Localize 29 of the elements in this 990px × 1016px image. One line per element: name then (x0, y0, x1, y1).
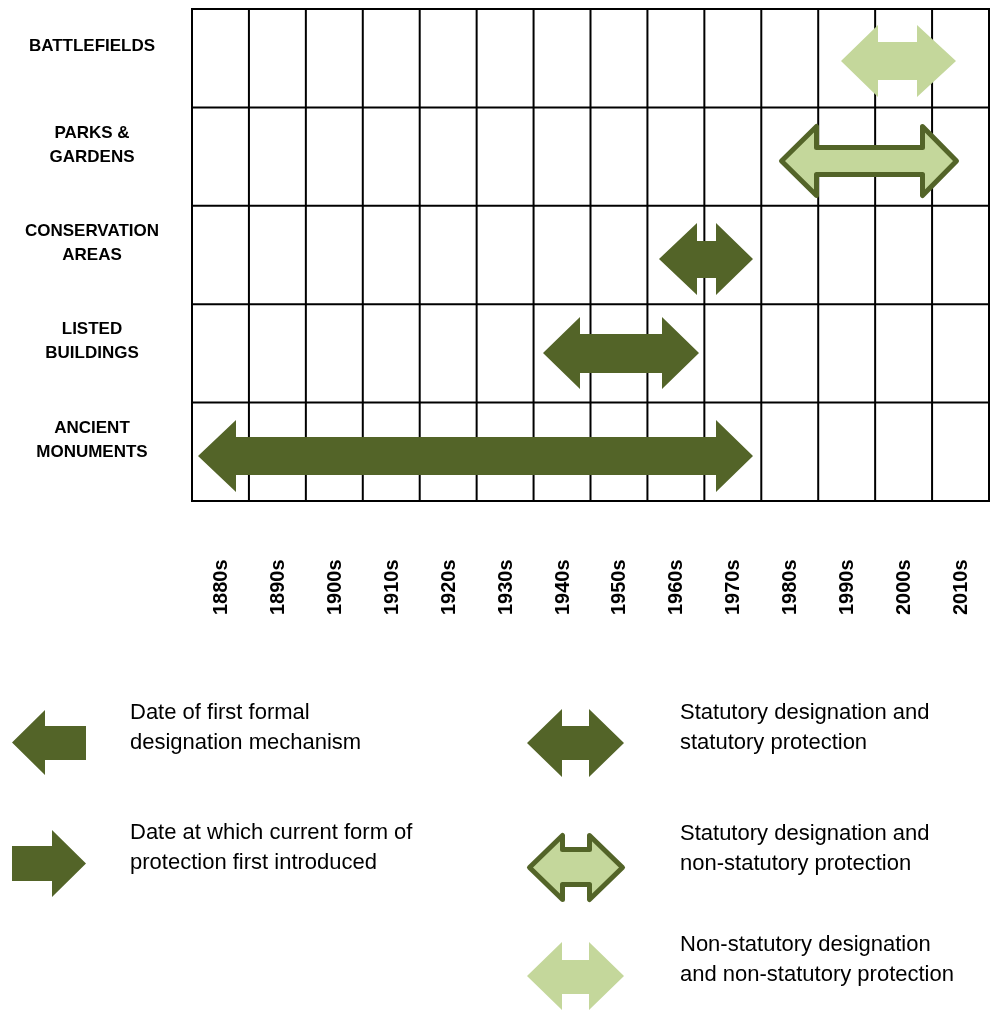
row-label: LISTED BUILDINGS (44, 318, 140, 365)
period-span-marker (196, 418, 755, 494)
decade-label: 1900s (322, 559, 346, 615)
period-span-marker (776, 121, 961, 200)
period-span-marker (839, 23, 958, 99)
decade-label: 1980s (778, 559, 802, 615)
decade-label: 1940s (550, 559, 574, 615)
legend-text: Date of first formal designation mechanism (130, 698, 363, 756)
row-label: ANCIENT MONUMENTS (35, 416, 149, 463)
row-label: PARKS & GARDENS (48, 121, 136, 168)
legend-text: Statutory designation and non-statutory protection (680, 819, 931, 877)
decade-label: 1920s (436, 559, 460, 615)
row-label: CONSERVATION AREAS (23, 220, 161, 266)
decade-label: 1950s (607, 559, 631, 615)
legend-text: Statutory designation and statutory protection (680, 698, 931, 756)
decade-label: 1910s (379, 559, 403, 615)
legend-text: Non-statutory designation and non-statutory protection (680, 930, 955, 988)
period-span-marker (541, 315, 701, 391)
decade-label: 1960s (664, 559, 688, 615)
row-label: BATTLEFIELDS (27, 35, 157, 58)
decade-label: 1880s (208, 559, 232, 615)
decade-label: 1930s (493, 559, 517, 615)
period-span-marker (657, 221, 755, 297)
decade-label: 1890s (265, 559, 289, 615)
decade-label: 2000s (892, 559, 916, 615)
legend-text: Date at which current form of protection first introduced (130, 818, 414, 876)
decade-label: 1970s (721, 559, 745, 615)
decade-label: 1990s (835, 559, 859, 615)
decade-label: 2010s (949, 559, 973, 615)
